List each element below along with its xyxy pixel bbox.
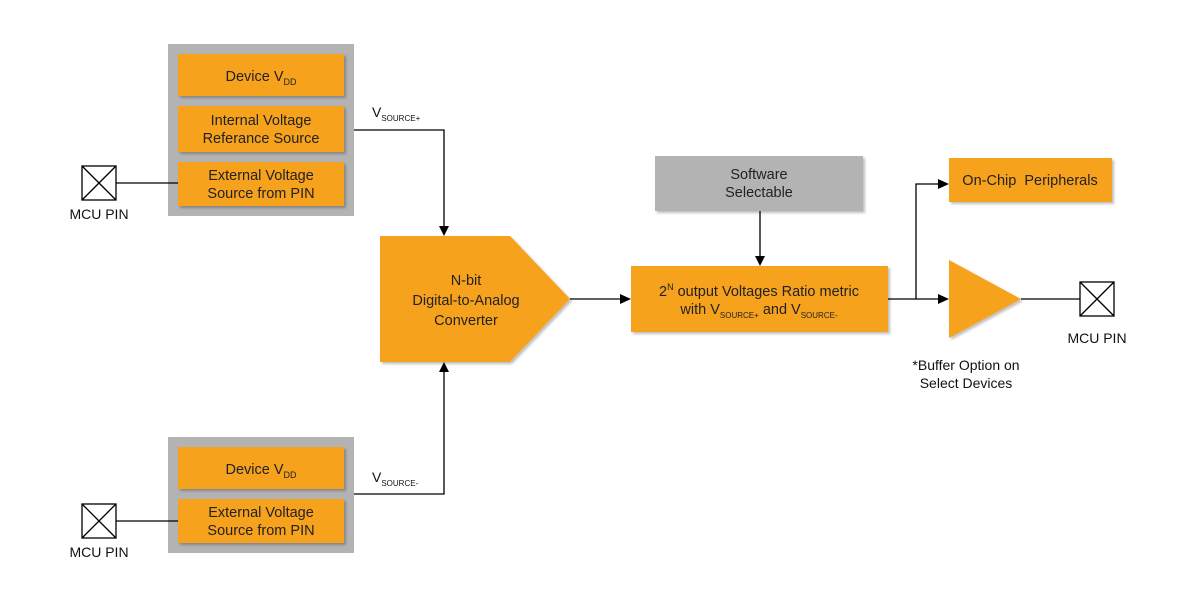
- bottom-source-group: Device VDD External Voltage Source from …: [168, 437, 354, 553]
- svg-text:Device VDD: Device VDD: [225, 69, 297, 87]
- output-voltages-box: 2N output Voltages Ratio metric with VSO…: [631, 266, 888, 332]
- top-device-vdd-box: Device VDD: [178, 54, 344, 96]
- output-line2-b: and V: [759, 302, 801, 318]
- svg-text:VSOURCE+: VSOURCE+: [372, 104, 421, 123]
- svg-text:with VSOURCE+ and VSOURCE-: with VSOURCE+ and VSOURCE-: [679, 302, 838, 320]
- top-external-pin-line2: Source from PIN: [207, 186, 314, 202]
- bottom-device-vdd-box: Device VDD: [178, 447, 344, 489]
- bottom-left-pin-label: MCU PIN: [69, 544, 128, 560]
- dac-line3: Converter: [434, 313, 498, 329]
- top-external-pin-line1: External Voltage: [208, 168, 314, 184]
- buffer-note-line1: *Buffer Option on: [912, 357, 1019, 373]
- output-split-connection: [888, 179, 949, 304]
- output-line1-b: output Voltages Ratio metric: [674, 284, 859, 300]
- output-voltages-rect: [631, 266, 888, 332]
- top-external-pin-box: External Voltage Source from PIN: [178, 162, 344, 206]
- bottom-device-vdd-rect: [178, 447, 344, 489]
- bottom-device-vdd-label: Device V: [225, 462, 283, 478]
- top-internal-ref-line2: Referance Source: [203, 131, 320, 147]
- top-left-pin-label: MCU PIN: [69, 206, 128, 222]
- bottom-external-pin-box: External Voltage Source from PIN: [178, 499, 344, 543]
- vsource-minus-connection: VSOURCE-: [354, 362, 449, 495]
- crossed-box-icon: [81, 165, 117, 201]
- on-chip-peripherals-box: On-Chip Peripherals: [949, 158, 1112, 202]
- vsource-minus-subscript: SOURCE-: [381, 479, 418, 488]
- top-internal-ref-rect: [178, 106, 344, 152]
- arrowhead-icon: [439, 362, 449, 372]
- top-device-vdd-subscript: DD: [284, 77, 297, 87]
- vsource-minus-label: V: [372, 469, 382, 485]
- top-device-vdd-rect: [178, 54, 344, 96]
- bottom-external-pin-line2: Source from PIN: [207, 523, 314, 539]
- software-to-output-connection: [755, 211, 765, 266]
- software-selectable-box: Software Selectable: [655, 156, 863, 211]
- dac-shape: [380, 236, 570, 362]
- output-line1-sup: N: [667, 282, 674, 292]
- bottom-left-pin: MCU PIN: [69, 503, 178, 560]
- top-device-vdd-label: Device V: [225, 69, 283, 85]
- top-internal-ref-line1: Internal Voltage: [211, 113, 312, 129]
- vsource-plus-subscript: SOURCE+: [381, 114, 420, 123]
- top-external-pin-rect: [178, 162, 344, 206]
- buffer-note-line2: Select Devices: [920, 375, 1013, 391]
- crossed-box-icon: [81, 503, 117, 539]
- svg-text:Device VDD: Device VDD: [225, 462, 297, 480]
- top-source-group: Device VDD Internal Voltage Referance So…: [168, 44, 354, 216]
- vsource-plus-connection: VSOURCE+: [354, 104, 449, 236]
- on-chip-peripherals-label: On-Chip Peripherals: [962, 173, 1097, 189]
- arrowhead-icon: [755, 256, 765, 266]
- bottom-external-pin-line1: External Voltage: [208, 505, 314, 521]
- bottom-external-pin-rect: [178, 499, 344, 543]
- dac-line2: Digital-to-Analog: [412, 293, 519, 309]
- vsource-plus-wire: [354, 129, 445, 226]
- arrowhead-icon: [938, 179, 949, 189]
- output-line2-sub2: SOURCE-: [801, 311, 838, 320]
- output-line2-sub1: SOURCE+: [720, 311, 759, 320]
- dac-to-output-connection: [570, 294, 631, 304]
- peripherals-wire: [915, 183, 938, 299]
- bottom-device-vdd-subscript: DD: [284, 470, 297, 480]
- vsource-minus-wire: [354, 372, 445, 495]
- dac-block: N-bit Digital-to-Analog Converter: [380, 236, 570, 362]
- vsource-plus-label: V: [372, 104, 382, 120]
- crossed-box-icon: [1079, 281, 1115, 317]
- arrowhead-icon: [439, 226, 449, 236]
- buffer-amplifier: *Buffer Option on Select Devices: [912, 260, 1080, 391]
- svg-text:VSOURCE-: VSOURCE-: [372, 469, 419, 488]
- right-pin: MCU PIN: [1067, 281, 1127, 346]
- arrowhead-icon: [938, 294, 949, 304]
- on-chip-peripherals-rect: [949, 158, 1112, 202]
- arrowhead-icon: [620, 294, 631, 304]
- software-line1: Software: [730, 167, 787, 183]
- output-line2-a: with V: [679, 302, 720, 318]
- dac-line1: N-bit: [451, 273, 482, 289]
- software-line2: Selectable: [725, 185, 793, 201]
- output-line1-a: 2: [659, 284, 667, 300]
- svg-text:2N output Voltages Ratio metri: 2N output Voltages Ratio metric: [659, 282, 859, 300]
- right-pin-label: MCU PIN: [1067, 330, 1126, 346]
- buffer-triangle: [949, 260, 1021, 338]
- top-internal-ref-box: Internal Voltage Referance Source: [178, 106, 344, 152]
- software-selectable-rect: [655, 156, 863, 211]
- top-left-pin: MCU PIN: [69, 165, 178, 222]
